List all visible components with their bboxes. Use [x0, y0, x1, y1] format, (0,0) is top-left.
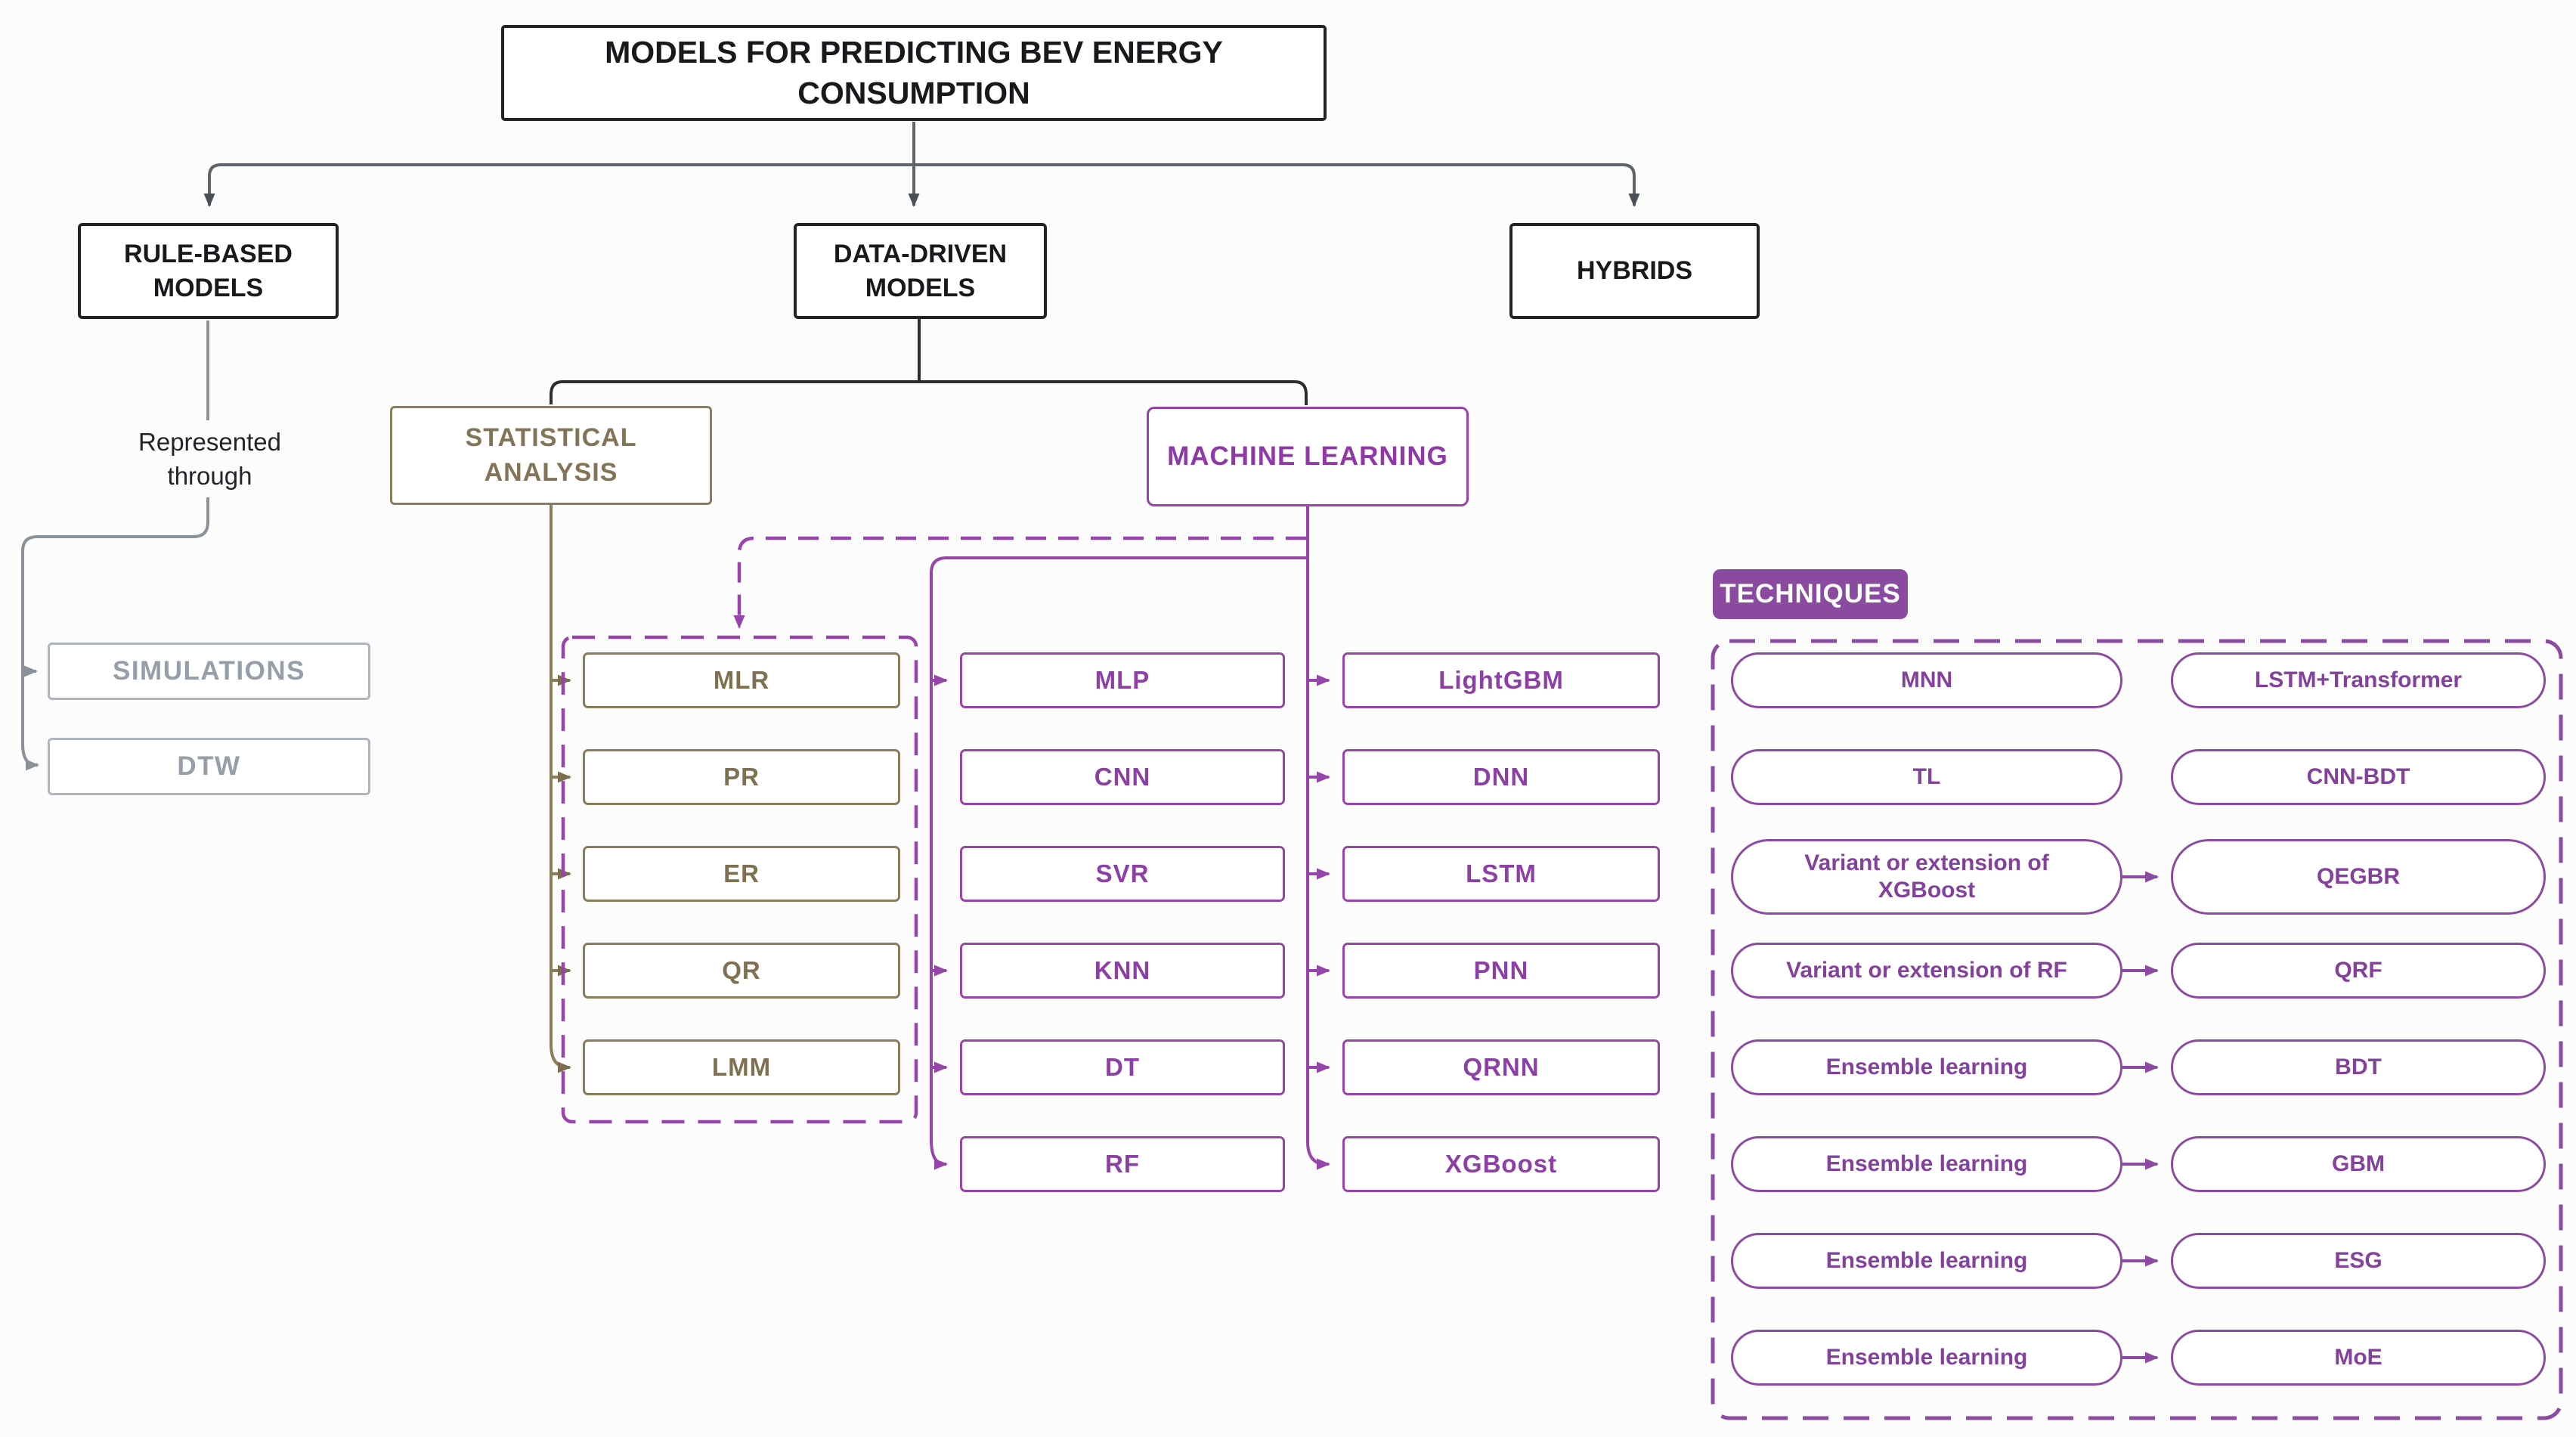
pill-moe: MoE	[2171, 1330, 2546, 1386]
node-qr: QR	[583, 943, 900, 999]
pill-tl: TL	[1731, 749, 2122, 805]
pill-esg: ESG	[2171, 1233, 2546, 1289]
represented-through-label: Represented through	[138, 428, 281, 490]
node-rf: RF	[960, 1136, 1285, 1192]
node-data-driven-models: DATA-DRIVEN MODELS	[794, 223, 1047, 319]
ml-to-statistical-dashed-arrow	[733, 536, 1306, 629]
pill-cnn-bdt: CNN-BDT	[2171, 749, 2546, 805]
pill-qegbr: QEGBR	[2171, 839, 2546, 915]
node-lstm: LSTM	[1342, 846, 1660, 902]
pill-ensemble-learning: Ensemble learning	[1731, 1233, 2122, 1289]
statistical-group-dashed-border	[561, 635, 918, 1124]
node-mlr: MLR	[583, 652, 900, 708]
statistical-bus-connector	[550, 505, 571, 1073]
node-qrnn: QRNN	[1342, 1039, 1660, 1095]
techniques-badge: TECHNIQUES	[1713, 569, 1908, 619]
pill-variant-or-extension-of-xgboost: Variant or extension of XGBoost	[1731, 839, 2122, 915]
pill-bdt: BDT	[2171, 1039, 2546, 1095]
node-svr: SVR	[960, 846, 1285, 902]
rule-based-branch-connector	[21, 321, 209, 771]
node-rule-based-models: RULE-BASED MODELS	[78, 223, 339, 319]
diagram-title: MODELS FOR PREDICTING BEV ENERGY CONSUMP…	[501, 25, 1327, 121]
pill-ensemble-learning: Ensemble learning	[1731, 1330, 2122, 1386]
node-pr: PR	[583, 749, 900, 805]
ml-bus-connector	[930, 506, 1330, 1170]
pill-variant-or-extension-of-rf: Variant or extension of RF	[1731, 943, 2122, 999]
pill-qrf: QRF	[2171, 943, 2546, 999]
pill-gbm: GBM	[2171, 1136, 2546, 1192]
node-statistical-analysis: STATISTICAL ANALYSIS	[390, 406, 712, 505]
node-hybrids: HYBRIDS	[1509, 223, 1760, 319]
top-tree-connector	[203, 122, 1640, 207]
techniques-group-dashed-border	[1711, 639, 2563, 1420]
node-machine-learning: MACHINE LEARNING	[1147, 407, 1469, 506]
pill-ensemble-learning: Ensemble learning	[1731, 1136, 2122, 1192]
node-lmm: LMM	[583, 1039, 900, 1095]
node-pnn: PNN	[1342, 943, 1660, 999]
node-xgboost: XGBoost	[1342, 1136, 1660, 1192]
pill-lstm-transformer: LSTM+Transformer	[2171, 652, 2546, 708]
node-knn: KNN	[960, 943, 1285, 999]
node-dt: DT	[960, 1039, 1285, 1095]
node-simulations: SIMULATIONS	[48, 643, 370, 700]
pill-ensemble-learning: Ensemble learning	[1731, 1039, 2122, 1095]
node-cnn: CNN	[960, 749, 1285, 805]
node-lightgbm: LightGBM	[1342, 652, 1660, 708]
node-dtw: DTW	[48, 738, 370, 795]
node-er: ER	[583, 846, 900, 902]
node-mlp: MLP	[960, 652, 1285, 708]
pill-mnn: MNN	[1731, 652, 2122, 708]
data-driven-split-connector	[550, 319, 1308, 405]
node-dnn: DNN	[1342, 749, 1660, 805]
